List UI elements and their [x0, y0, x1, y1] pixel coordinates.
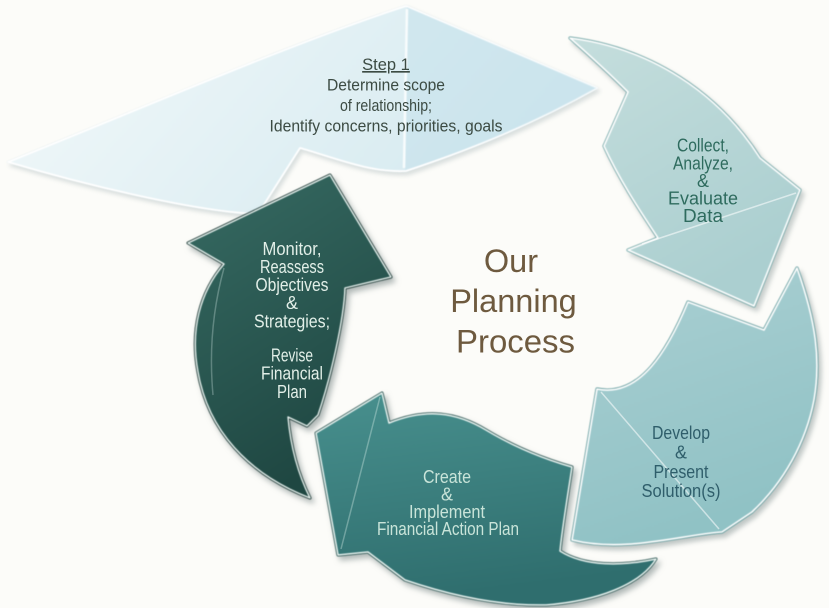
svg-text:Objectives: Objectives	[256, 275, 329, 295]
svg-text:&: &	[286, 293, 298, 313]
svg-text:Analyze,: Analyze,	[673, 154, 733, 174]
svg-text:&: &	[675, 443, 687, 463]
svg-text:Plan: Plan	[277, 382, 307, 402]
svg-text:Identify concerns, priorities,: Identify concerns, priorities, goals	[270, 118, 503, 136]
svg-text:Collect,: Collect,	[677, 136, 729, 156]
svg-text:Determine scope: Determine scope	[327, 77, 445, 95]
svg-text:Develop: Develop	[652, 423, 710, 443]
svg-text:&: &	[697, 171, 709, 191]
svg-text:Financial: Financial	[261, 364, 323, 384]
svg-text:Create: Create	[423, 467, 471, 487]
svg-text:Evaluate: Evaluate	[668, 189, 738, 209]
svg-text:Implement: Implement	[409, 502, 485, 522]
svg-text:Financial Action Plan: Financial Action Plan	[377, 519, 519, 539]
svg-text:Planning: Planning	[450, 283, 577, 319]
svg-text:Monitor,: Monitor,	[263, 239, 322, 259]
svg-text:Data: Data	[683, 206, 724, 226]
svg-text:Process: Process	[456, 324, 575, 360]
svg-text:Reassess: Reassess	[260, 257, 324, 277]
svg-text:of relationship;: of relationship;	[340, 97, 432, 115]
svg-text:Present: Present	[654, 462, 709, 482]
svg-text:Solution(s): Solution(s)	[642, 481, 721, 501]
svg-text:Strategies;: Strategies;	[254, 312, 330, 332]
svg-text:Revise: Revise	[271, 346, 313, 366]
svg-text:Our: Our	[484, 243, 538, 279]
svg-text:&: &	[441, 485, 453, 505]
svg-text:Step 1: Step 1	[362, 56, 410, 74]
